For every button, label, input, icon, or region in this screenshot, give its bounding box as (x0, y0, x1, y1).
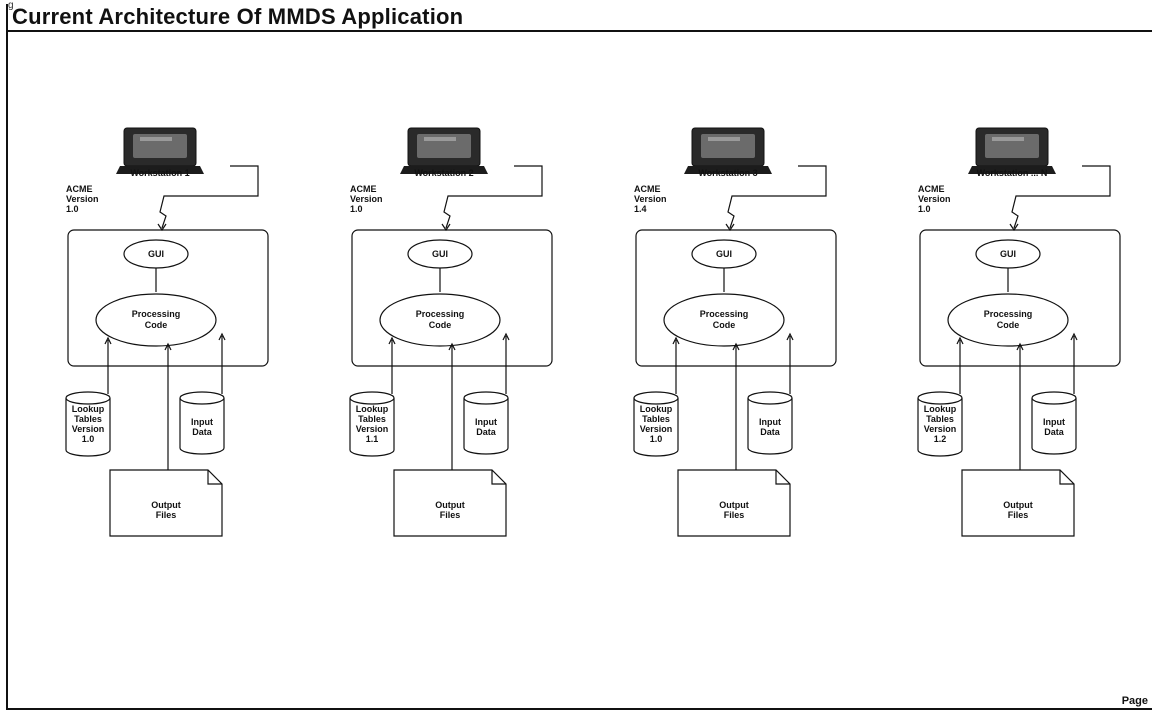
lookup-tables-node (65, 391, 111, 457)
monitor-icon (684, 127, 772, 174)
gui-label: GUI (432, 249, 448, 259)
gui-label: GUI (1000, 249, 1016, 259)
workstation-label: Workstation 1 (130, 168, 189, 178)
page-label: Page (1121, 695, 1148, 707)
output-files-node (677, 469, 791, 537)
processing-node (95, 293, 217, 347)
title-rule (8, 30, 1152, 32)
monitor-icon (400, 127, 488, 174)
lookup-tables-node (349, 391, 395, 457)
input-data-node (747, 391, 793, 455)
gui-label: GUI (716, 249, 732, 259)
output-files-node (109, 469, 223, 537)
gui-label: GUI (148, 249, 164, 259)
lookup-tables-node (633, 391, 679, 457)
input-data-node (463, 391, 509, 455)
output-files-node (961, 469, 1075, 537)
connector-line (1011, 165, 1111, 229)
connector-line (443, 165, 543, 229)
input-data-node (179, 391, 225, 455)
monitor-icon (116, 127, 204, 174)
output-files-node (393, 469, 507, 537)
workstation-label: Workstation ... N (977, 168, 1048, 178)
processing-node (947, 293, 1069, 347)
connector-line (159, 165, 259, 229)
connector-line (727, 165, 827, 229)
page-frame (6, 4, 1152, 710)
page-title: Current Architecture Of MMDS Application (12, 4, 464, 29)
processing-node (663, 293, 785, 347)
input-data-node (1031, 391, 1077, 455)
workstation-label: Workstation 2 (414, 168, 473, 178)
corner-mark: g (8, 0, 14, 11)
workstation-label: Workstation 3 (698, 168, 757, 178)
lookup-tables-node (917, 391, 963, 457)
processing-node (379, 293, 501, 347)
monitor-icon (968, 127, 1056, 174)
